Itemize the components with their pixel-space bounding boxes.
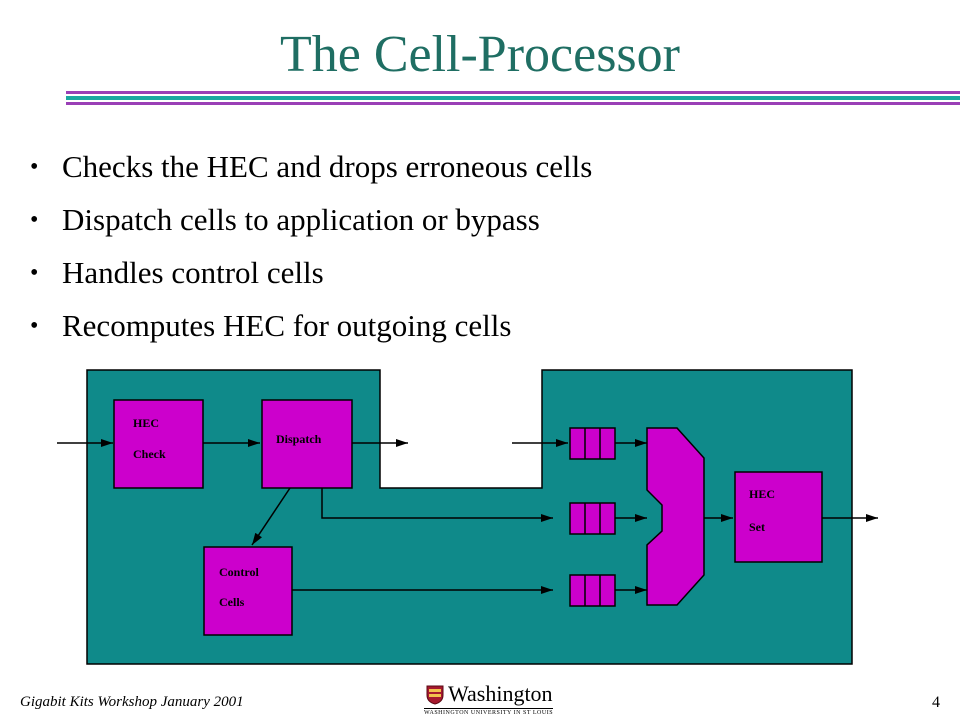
hec-set-label-2: Set — [749, 520, 765, 534]
bullet-item: •Dispatch cells to application or bypass — [30, 193, 592, 246]
control-cells-label-1: Control — [219, 565, 259, 579]
queue-3 — [569, 574, 616, 607]
queue-2 — [569, 502, 616, 535]
title-rule-top — [66, 91, 960, 94]
multiplexer — [646, 427, 705, 606]
bullet-item: •Recomputes HEC for outgoing cells — [30, 299, 592, 352]
hec-set-block: HEC Set — [734, 471, 823, 563]
footer-event: Gigabit Kits Workshop January 2001 — [20, 694, 244, 710]
logo-name: Washington — [448, 681, 553, 706]
bullet-item: •Handles control cells — [30, 246, 592, 299]
hec-check-label-2: Check — [133, 447, 166, 461]
hec-set-label-1: HEC — [749, 487, 775, 501]
bullet-list: •Checks the HEC and drops erroneous cell… — [30, 140, 592, 352]
dispatch-to-control-arrow — [251, 487, 291, 546]
page-title: The Cell-Processor — [279, 26, 680, 83]
university-logo: Washington WASHINGTON UNIVERSITY IN ST L… — [424, 682, 576, 718]
bullet-dot-icon: • — [30, 260, 39, 286]
control-cells-block: Control Cells — [203, 546, 293, 636]
title-rule-middle — [66, 96, 960, 100]
shield-icon — [426, 685, 444, 705]
bypass-arrow — [321, 488, 553, 522]
page-number: 4 — [932, 694, 940, 711]
bullet-dot-icon: • — [30, 154, 39, 180]
bullet-item: •Checks the HEC and drops erroneous cell… — [30, 140, 592, 193]
title-rule-bottom — [66, 102, 960, 105]
logo-subtitle: WASHINGTON UNIVERSITY IN ST LOUIS — [424, 708, 554, 716]
hec-check-block: HEC Check — [113, 399, 204, 489]
dispatch-block: Dispatch — [261, 399, 353, 489]
bullet-dot-icon: • — [30, 207, 39, 233]
bullet-dot-icon: • — [30, 313, 39, 339]
control-cells-label-2: Cells — [219, 595, 245, 609]
queue-1 — [569, 427, 616, 460]
dispatch-label: Dispatch — [276, 432, 322, 446]
hec-check-label-1: HEC — [133, 416, 159, 430]
